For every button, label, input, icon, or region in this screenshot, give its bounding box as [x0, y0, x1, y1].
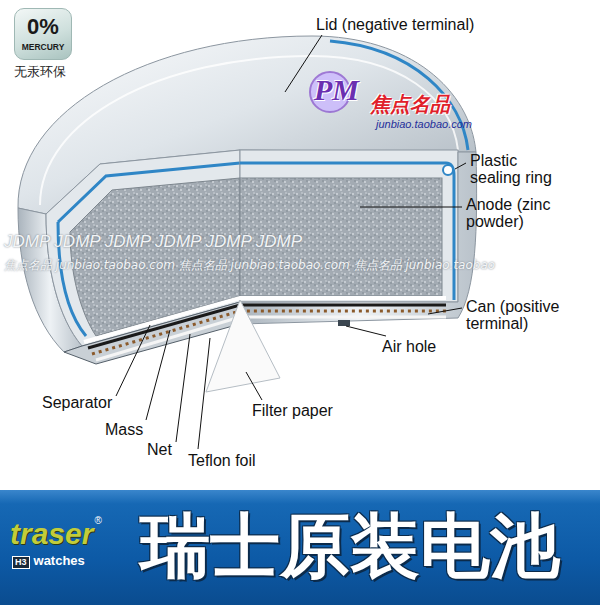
part-label: Lid (negative terminal) [316, 16, 474, 33]
leader-line [116, 325, 150, 396]
watermark-row: JDMP JDMP JDMP JDMP JDMP JDMP [4, 232, 302, 251]
brand-band: traser® H3 watches 瑞士原装电池 [0, 487, 600, 605]
watermark-logo: PM [314, 74, 359, 106]
cut-face-right [240, 150, 458, 302]
sealing-ring [443, 165, 453, 175]
teflon-layer [96, 317, 446, 360]
badge-word: MERCURY [15, 42, 71, 52]
watermark-row: 焦点名品 junbiao.taobao.com 焦点名品 junbiao.tao… [4, 258, 495, 272]
leader-line [455, 163, 466, 169]
part-label: Air hole [382, 338, 436, 355]
watermark-url: junbiao.taobao.com [376, 118, 472, 130]
part-label: Filter paper [252, 402, 333, 419]
part-label: Teflon foil [188, 452, 256, 469]
seal-line [240, 163, 454, 300]
leader-line [198, 338, 210, 449]
leader-line [346, 326, 386, 336]
leader-line [176, 334, 190, 442]
leader-line [146, 330, 170, 420]
part-label: Plastic sealing ring [470, 152, 566, 186]
filter-paper [206, 300, 280, 392]
mercury-badge: 0% MERCURY [14, 8, 72, 60]
brand-mark: H3 [12, 556, 30, 569]
brand-logo: traser [10, 518, 93, 550]
leader-line [360, 207, 462, 208]
band-title: 瑞士原装电池 [140, 504, 560, 588]
part-label: Mass [105, 421, 143, 438]
part-label: Anode (zinc powder) [466, 196, 558, 230]
leader-line [246, 372, 262, 400]
air-hole [338, 320, 350, 326]
brand-word: watches [34, 554, 85, 568]
part-label: Net [147, 441, 172, 458]
badge-percent: 0% [15, 15, 71, 39]
watermark-text: 焦点名品 [370, 93, 450, 115]
part-label: Can (positive terminal) [466, 298, 561, 332]
registered-mark: ® [94, 516, 101, 526]
mercury-free-note: 无汞环保 [14, 64, 66, 79]
part-label: Separator [42, 394, 112, 411]
leader-line [428, 308, 462, 314]
